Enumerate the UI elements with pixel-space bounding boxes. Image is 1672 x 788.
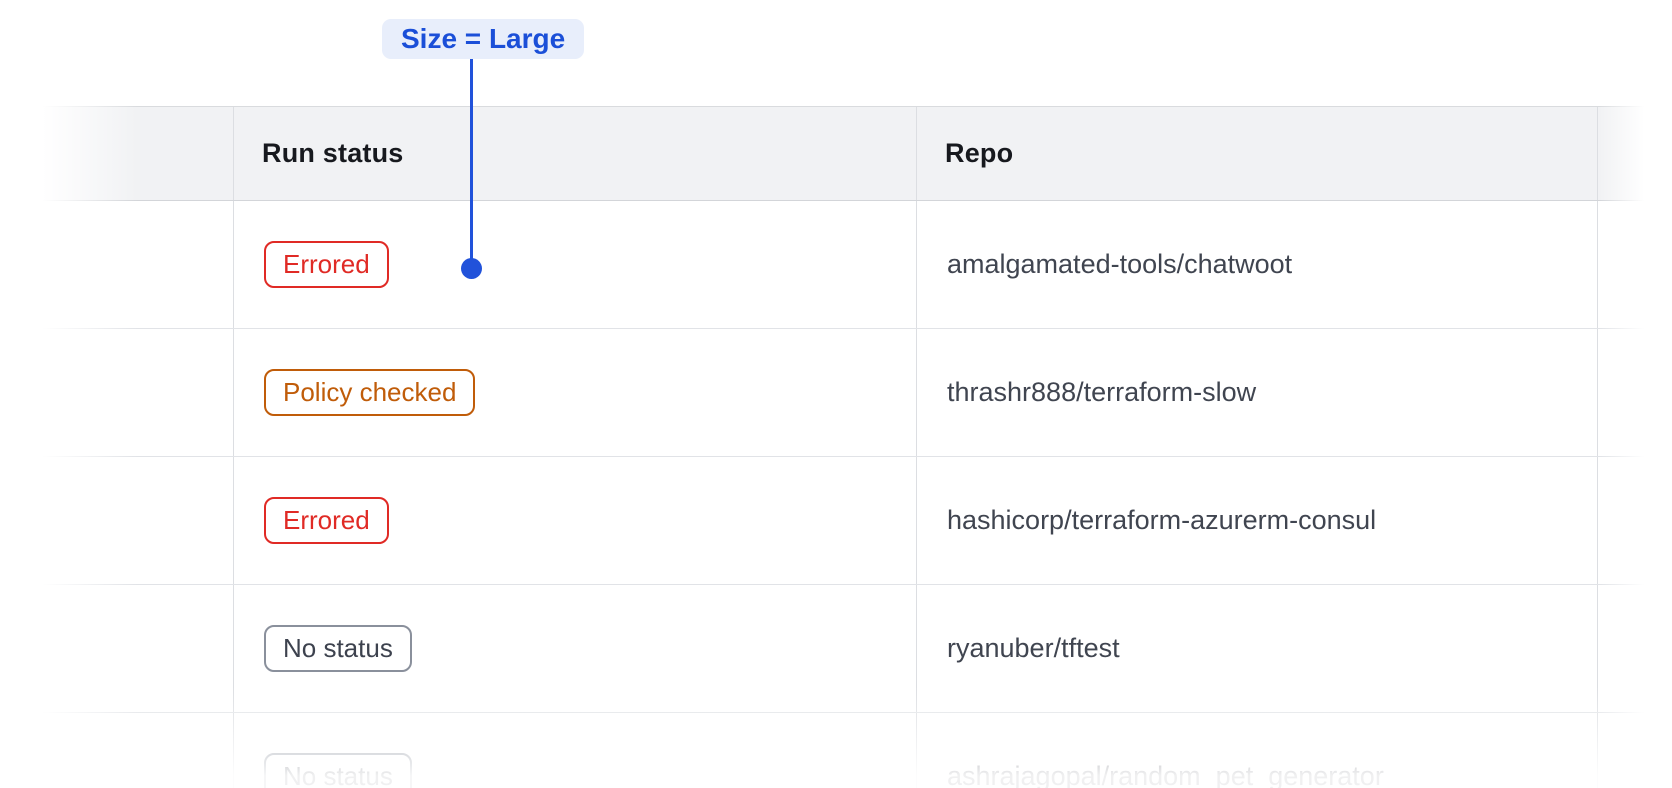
table-cell-repo: ashrajagopal/random_pet_generator (916, 713, 1597, 788)
run-status-badge: No status (264, 625, 412, 672)
table-cell-run-status: Errored (233, 201, 916, 328)
table-cell-empty (43, 713, 233, 788)
table-cell-run-status: No status (233, 585, 916, 712)
run-status-badge: Policy checked (264, 369, 476, 416)
table-cell-empty (43, 329, 233, 456)
repo-name: amalgamated-tools/chatwoot (947, 249, 1293, 279)
repo-name: hashicorp/terraform-azurerm-consul (947, 505, 1377, 535)
table-row: Errored hashicorp/terraform-azurerm-cons… (43, 457, 1672, 585)
table-cell-repo: ryanuber/tftest (916, 585, 1597, 712)
table-cell-overflow (1597, 457, 1672, 584)
repo-name: ryanuber/tftest (947, 633, 1120, 663)
run-status-badge: Errored (264, 497, 389, 544)
table-cell-overflow (1597, 585, 1672, 712)
table-header-cell-repo: Repo (916, 107, 1597, 200)
repo-header-label: Repo (945, 138, 1014, 168)
table-cell-empty (43, 201, 233, 328)
table-row: Policy checked thrashr888/terraform-slow (43, 329, 1672, 457)
size-large-annotation-label: Size = Large (382, 19, 585, 59)
annotation-pointer-line (470, 59, 473, 269)
table-cell-run-status: No status (233, 713, 916, 788)
table-cell-repo: hashicorp/terraform-azurerm-consul (916, 457, 1597, 584)
table-row: Errored amalgamated-tools/chatwoot (43, 201, 1672, 329)
table-header-cell-empty (43, 107, 233, 200)
table-cell-empty (43, 457, 233, 584)
table-cell-run-status: Policy checked (233, 329, 916, 456)
run-status-badge: No status (264, 753, 412, 788)
run-status-badge: Errored (264, 241, 389, 288)
repo-name: thrashr888/terraform-slow (947, 377, 1257, 407)
table-header-row: Run status Repo (43, 106, 1672, 201)
run-status-header-label: Run status (262, 138, 404, 168)
table-row: No status ryanuber/tftest (43, 585, 1672, 713)
annotation-pointer-dot (461, 258, 482, 279)
table-cell-overflow (1597, 201, 1672, 328)
repo-name: ashrajagopal/random_pet_generator (947, 761, 1384, 788)
table-cell-repo: amalgamated-tools/chatwoot (916, 201, 1597, 328)
annotation-text: Size = Large (401, 23, 566, 54)
table-cell-overflow (1597, 713, 1672, 788)
table-header-cell-overflow (1597, 107, 1672, 200)
table-cell-empty (43, 585, 233, 712)
runs-table: Run status Repo Errored amalgamated-tool… (43, 106, 1672, 788)
table-cell-repo: thrashr888/terraform-slow (916, 329, 1597, 456)
table-cell-run-status: Errored (233, 457, 916, 584)
table-header-cell-run-status: Run status (233, 107, 916, 200)
table-cell-overflow (1597, 329, 1672, 456)
table-row: No status ashrajagopal/random_pet_genera… (43, 713, 1672, 788)
